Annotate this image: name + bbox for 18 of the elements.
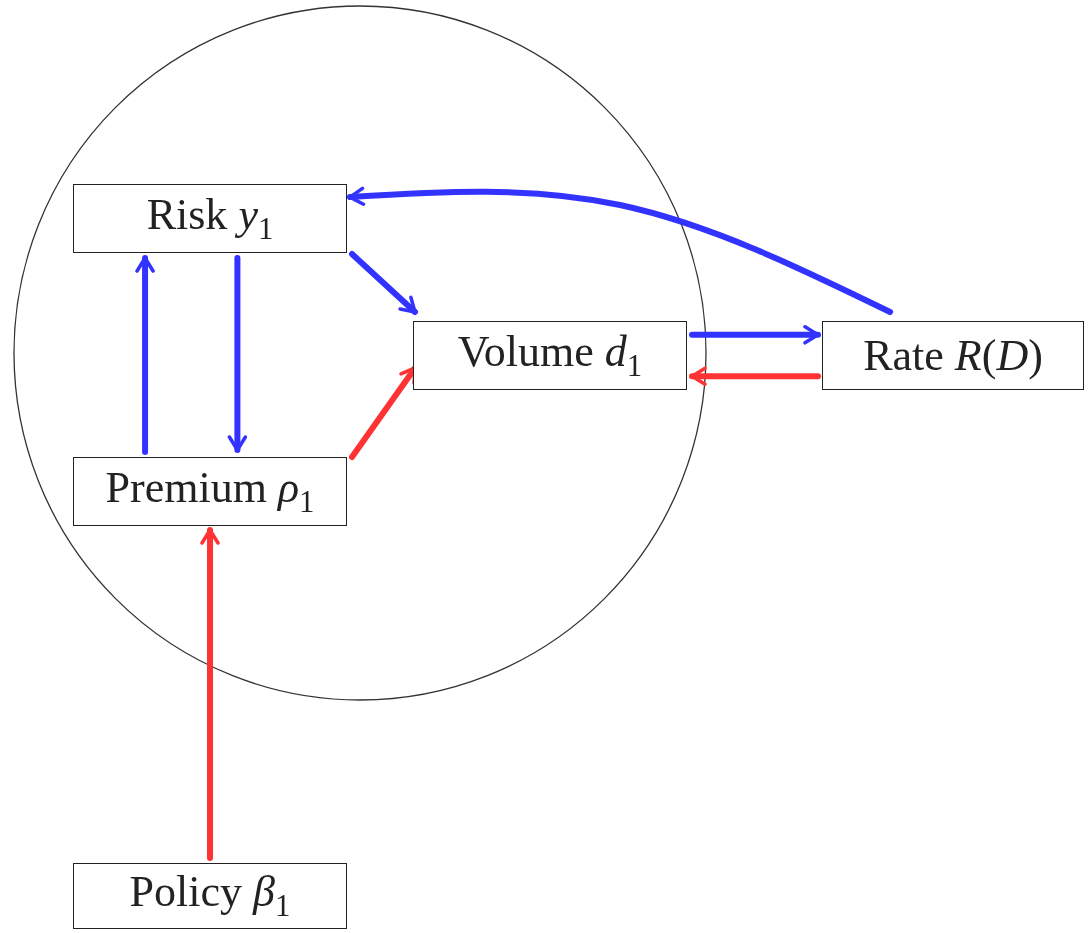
process-box bbox=[73, 863, 347, 929]
process-box bbox=[73, 457, 347, 526]
node-label: Rate R(D) bbox=[863, 333, 1043, 378]
arrow bbox=[689, 325, 821, 345]
boundary-circle bbox=[13, 5, 707, 701]
process-box bbox=[73, 184, 347, 253]
process-box bbox=[822, 321, 1084, 390]
process-box bbox=[413, 321, 687, 390]
arrow bbox=[135, 255, 155, 455]
arrow bbox=[200, 527, 220, 861]
arrow bbox=[349, 251, 418, 315]
node-label: Risk y$_{1}$ bbox=[146, 192, 274, 245]
arrow bbox=[689, 366, 821, 386]
node-label: Policy β$_{1}$ bbox=[129, 870, 291, 922]
node-label: Volume d$_{1}$ bbox=[457, 329, 643, 382]
node-label: Premium ρ$_{1}$ bbox=[105, 465, 315, 518]
arrow bbox=[347, 186, 894, 315]
arrow bbox=[227, 255, 248, 453]
